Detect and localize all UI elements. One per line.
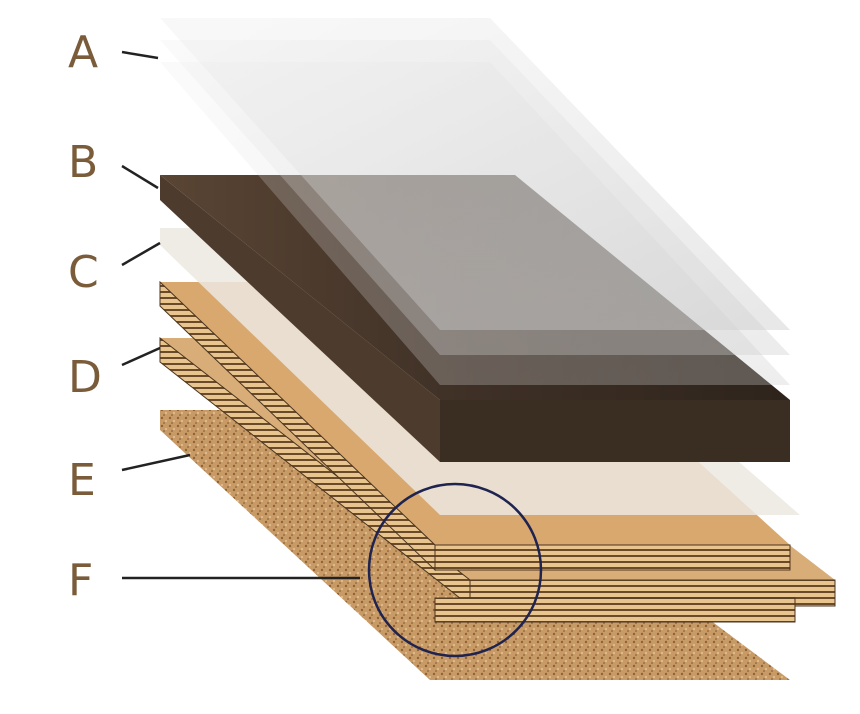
label-c: C bbox=[68, 247, 99, 298]
label-d: D bbox=[68, 352, 102, 403]
detail-circle bbox=[367, 482, 543, 658]
label-b: B bbox=[68, 137, 98, 188]
leader-lines bbox=[121, 50, 360, 580]
label-e: E bbox=[68, 455, 96, 506]
label-a: A bbox=[68, 27, 98, 78]
label-f: F bbox=[68, 555, 93, 606]
layer-a-wear-layer bbox=[160, 18, 790, 385]
